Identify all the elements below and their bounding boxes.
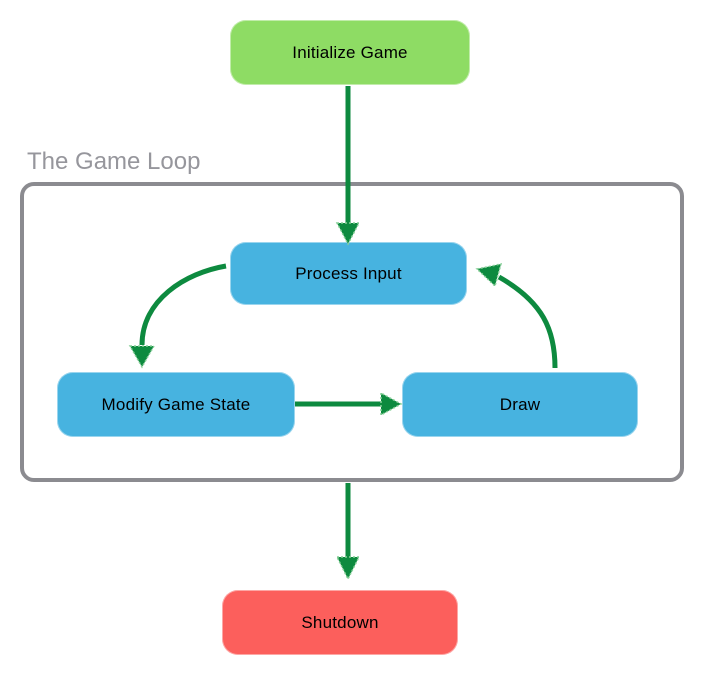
node-modify-game-state-label: Modify Game State — [101, 394, 251, 414]
arrowhead-loop-to-shutdown — [335, 556, 361, 581]
loop-container — [20, 182, 684, 482]
loop-container-label: The Game Loop — [27, 148, 201, 175]
node-initialize-game-label: Initialize Game — [292, 42, 408, 62]
node-draw: Draw — [402, 372, 638, 437]
node-process-input-label: Process Input — [295, 263, 402, 283]
node-modify-game-state: Modify Game State — [57, 372, 295, 437]
node-draw-label: Draw — [499, 394, 541, 414]
node-initialize-game: Initialize Game — [230, 20, 470, 85]
node-shutdown-label: Shutdown — [301, 612, 379, 632]
node-process-input: Process Input — [230, 242, 467, 305]
node-shutdown: Shutdown — [222, 590, 458, 655]
